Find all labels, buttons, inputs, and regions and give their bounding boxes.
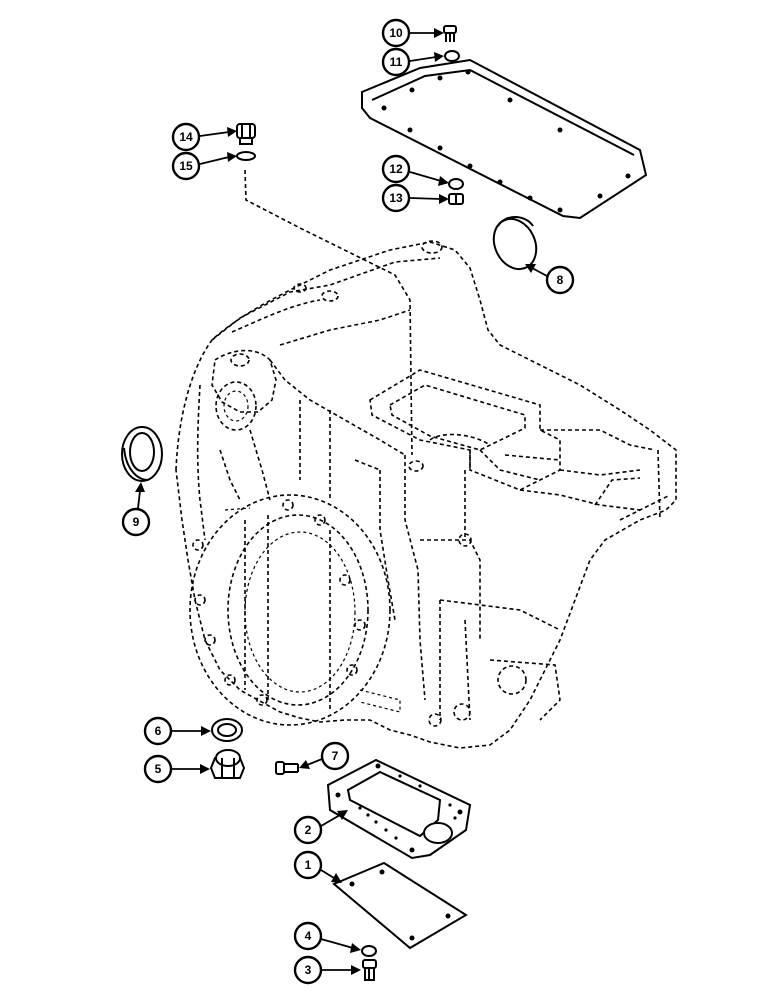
oring-part-15 bbox=[236, 151, 256, 161]
callout-5: 5 bbox=[143, 754, 210, 784]
nut-part-12 bbox=[448, 178, 464, 190]
transmission-housing bbox=[175, 240, 677, 749]
callout-3: 3 bbox=[293, 955, 361, 985]
callout-6: 6 bbox=[143, 716, 211, 746]
cap-part-8 bbox=[492, 216, 538, 271]
callout-label: 6 bbox=[155, 724, 162, 738]
callout-label: 15 bbox=[179, 159, 193, 173]
washer-part-4 bbox=[361, 945, 377, 957]
cover-plate bbox=[361, 58, 648, 220]
assembly-path-line bbox=[244, 169, 413, 456]
callout-2: 2 bbox=[293, 810, 348, 845]
callout-7: 7 bbox=[299, 741, 350, 771]
nut-part-13 bbox=[448, 193, 464, 205]
callout-label: 4 bbox=[305, 929, 312, 943]
callout-12: 12 bbox=[381, 154, 449, 186]
plate-part-1 bbox=[332, 861, 468, 950]
callout-14: 14 bbox=[171, 122, 237, 152]
callout-label: 9 bbox=[133, 515, 140, 529]
bolt-part-7 bbox=[275, 761, 299, 775]
callout-label: 5 bbox=[155, 762, 162, 776]
bolt-part-3 bbox=[362, 959, 377, 981]
callout-4: 4 bbox=[293, 921, 361, 953]
callout-label: 8 bbox=[557, 273, 564, 287]
bolt-part-10 bbox=[443, 25, 457, 42]
callout-8: 8 bbox=[525, 264, 575, 295]
callout-11: 11 bbox=[381, 47, 444, 77]
callout-label: 2 bbox=[305, 823, 312, 837]
callout-9: 9 bbox=[121, 482, 151, 537]
callout-13: 13 bbox=[381, 183, 449, 213]
callout-label: 3 bbox=[305, 963, 312, 977]
plug-part-14 bbox=[236, 123, 256, 145]
plug-part-5 bbox=[209, 749, 246, 779]
callout-label: 11 bbox=[390, 55, 403, 69]
callout-label: 12 bbox=[389, 162, 403, 176]
gasket-part-2 bbox=[326, 758, 472, 860]
callout-15: 15 bbox=[171, 151, 237, 181]
washer-part-11 bbox=[444, 50, 460, 62]
callout-1: 1 bbox=[293, 850, 342, 883]
callout-10: 10 bbox=[381, 18, 444, 48]
washer-part-6 bbox=[211, 718, 243, 742]
callout-label: 10 bbox=[389, 26, 403, 40]
callout-label: 14 bbox=[179, 130, 193, 144]
seal-part-9 bbox=[121, 426, 163, 482]
callout-label: 13 bbox=[389, 191, 403, 205]
callout-label: 7 bbox=[332, 749, 339, 763]
callout-label: 1 bbox=[305, 858, 312, 872]
